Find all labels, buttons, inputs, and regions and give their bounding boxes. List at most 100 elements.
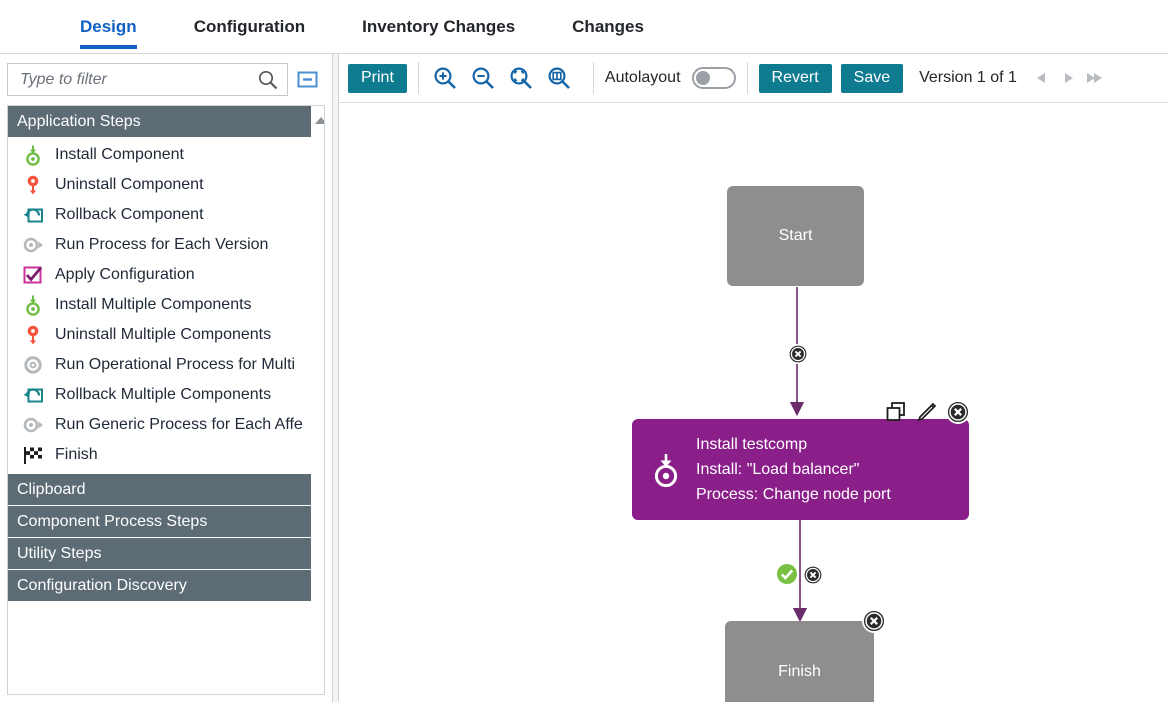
node-install-line: Install: "Load balancer" xyxy=(696,461,860,478)
node-process-line: Process: Change node port xyxy=(696,486,891,503)
filter-box[interactable] xyxy=(7,63,288,96)
run-operational-process-icon xyxy=(22,354,44,376)
step-label: Run Operational Process for Multi xyxy=(55,356,296,373)
step-finish[interactable]: Finish xyxy=(8,440,324,470)
zoom-actual-size-icon[interactable] xyxy=(544,63,574,93)
install-step-icon xyxy=(646,450,686,490)
rollback-component-icon xyxy=(22,204,44,226)
group-title: Configuration Discovery xyxy=(17,577,187,594)
revert-button[interactable]: Revert xyxy=(758,63,832,93)
steps-sidebar: Application Steps Insta xyxy=(0,54,332,702)
step-label: Install Multiple Components xyxy=(55,296,252,313)
next-version-icon[interactable] xyxy=(1057,68,1079,88)
edit-icon[interactable] xyxy=(914,399,940,425)
search-input[interactable] xyxy=(18,69,262,90)
group-header-application-steps[interactable]: Application Steps xyxy=(8,106,324,138)
step-label: Run Generic Process for Each Affe xyxy=(55,416,303,433)
node-label: Start xyxy=(778,227,813,244)
application-steps-items: Install Component Uninstall Component xyxy=(8,138,324,474)
run-generic-process-icon xyxy=(22,414,44,436)
step-label: Uninstall Component xyxy=(55,176,204,193)
step-run-process-for-each-version[interactable]: Run Process for Each Version xyxy=(8,230,324,260)
flow-diagram[interactable]: Start xyxy=(339,103,1168,702)
install-component-icon xyxy=(22,144,44,166)
toolbar-divider xyxy=(417,62,419,94)
copy-icon[interactable] xyxy=(883,399,909,425)
group-title: Clipboard xyxy=(17,481,86,498)
group-header-component-process-steps[interactable]: Component Process Steps xyxy=(8,506,311,538)
group-title: Application Steps xyxy=(17,113,141,130)
delete-edge-icon[interactable] xyxy=(802,564,824,586)
step-run-generic-process-for-each-affected[interactable]: Run Generic Process for Each Affe xyxy=(8,410,324,440)
last-version-icon[interactable] xyxy=(1083,68,1105,88)
tab-list: Design Configuration Inventory Changes C… xyxy=(0,0,1168,54)
step-label: Finish xyxy=(55,446,98,463)
tab-inventory-changes[interactable]: Inventory Changes xyxy=(362,17,516,36)
finish-flag-icon xyxy=(22,444,44,466)
node-finish[interactable]: Finish xyxy=(725,609,886,702)
step-install-component[interactable]: Install Component xyxy=(8,140,324,170)
step-label: Rollback Multiple Components xyxy=(55,386,272,403)
collapse-all-icon[interactable] xyxy=(297,69,318,90)
group-header-clipboard[interactable]: Clipboard xyxy=(8,474,311,506)
rollback-multiple-components-icon xyxy=(22,384,44,406)
search-icon[interactable] xyxy=(257,69,279,91)
delete-edge-icon[interactable] xyxy=(787,343,809,365)
install-multiple-components-icon xyxy=(22,294,44,316)
chevron-up-icon[interactable] xyxy=(315,117,324,124)
delete-icon[interactable] xyxy=(945,399,971,425)
step-label: Uninstall Multiple Components xyxy=(55,326,272,343)
step-label: Run Process for Each Version xyxy=(55,236,269,253)
canvas-toolbar: Print xyxy=(339,54,1168,103)
success-condition-icon[interactable] xyxy=(776,563,798,585)
node-body: Install testcomp Install: "Load balancer… xyxy=(646,432,891,507)
step-apply-configuration[interactable]: Apply Configuration xyxy=(8,260,324,290)
group-title: Utility Steps xyxy=(17,545,102,562)
group-header-utility-steps[interactable]: Utility Steps xyxy=(8,538,311,570)
process-canvas-area: Print xyxy=(339,54,1168,702)
node-text-block: Install testcomp Install: "Load balancer… xyxy=(696,432,891,507)
step-label: Rollback Component xyxy=(55,206,204,223)
step-rollback-multiple-components[interactable]: Rollback Multiple Components xyxy=(8,380,324,410)
tab-configuration[interactable]: Configuration xyxy=(193,17,306,36)
toolbar-divider xyxy=(592,62,594,94)
filter-row xyxy=(7,63,325,96)
zoom-in-icon[interactable] xyxy=(430,63,460,93)
delete-icon[interactable] xyxy=(861,608,887,634)
save-button[interactable]: Save xyxy=(840,63,904,93)
previous-version-icon[interactable] xyxy=(1031,68,1053,88)
autolayout-label: Autolayout xyxy=(604,69,681,86)
step-label: Apply Configuration xyxy=(55,266,195,283)
node-action-bar xyxy=(878,399,971,425)
group-title: Component Process Steps xyxy=(17,513,208,530)
toggle-knob xyxy=(695,71,710,85)
step-install-multiple-components[interactable]: Install Multiple Components xyxy=(8,290,324,320)
run-process-each-version-icon xyxy=(22,234,44,256)
tab-design[interactable]: Design xyxy=(80,0,137,49)
step-run-operational-process-for-multi[interactable]: Run Operational Process for Multi xyxy=(8,350,324,380)
version-label: Version 1 of 1 xyxy=(919,69,1017,86)
zoom-out-icon[interactable] xyxy=(468,63,498,93)
step-uninstall-multiple-components[interactable]: Uninstall Multiple Components xyxy=(8,320,324,350)
zoom-fit-icon[interactable] xyxy=(506,63,536,93)
sidebar-scrollbar[interactable] xyxy=(316,157,324,694)
group-header-configuration-discovery[interactable]: Configuration Discovery xyxy=(8,570,311,602)
node-start[interactable]: Start xyxy=(727,186,864,286)
node-install-testcomp[interactable]: Install testcomp Install: "Load balancer… xyxy=(632,400,970,520)
toolbar-divider xyxy=(746,62,748,94)
tab-changes[interactable]: Changes xyxy=(572,17,644,36)
group-application-steps: Application Steps Insta xyxy=(8,106,324,474)
apply-configuration-icon xyxy=(22,264,44,286)
node-label: Finish xyxy=(778,662,821,680)
step-palette-list: Application Steps Insta xyxy=(7,105,325,695)
step-rollback-component[interactable]: Rollback Component xyxy=(8,200,324,230)
node-title: Install testcomp xyxy=(696,436,808,453)
panel-splitter[interactable] xyxy=(332,54,339,702)
autolayout-toggle[interactable] xyxy=(691,67,736,89)
uninstall-component-icon xyxy=(22,174,44,196)
uninstall-multiple-components-icon xyxy=(22,324,44,346)
step-label: Install Component xyxy=(55,146,184,163)
print-button[interactable]: Print xyxy=(348,63,407,93)
step-uninstall-component[interactable]: Uninstall Component xyxy=(8,170,324,200)
